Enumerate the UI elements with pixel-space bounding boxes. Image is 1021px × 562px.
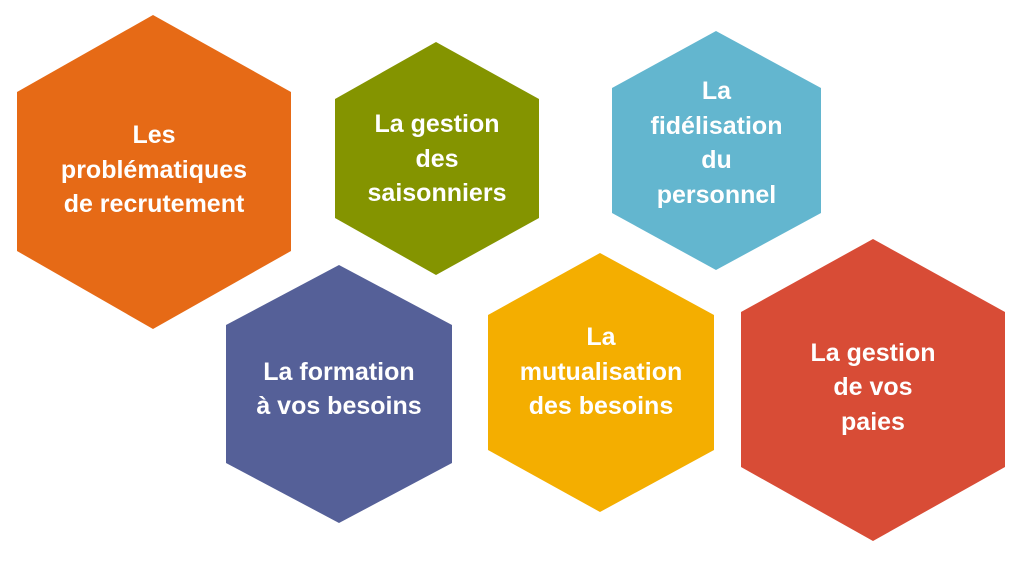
hexagon-text-paies: La gestion de vos paies bbox=[810, 338, 936, 436]
hexagon-text-saisonniers: La gestion des saisonniers bbox=[367, 110, 507, 208]
hexagon-recrutement bbox=[17, 15, 291, 329]
hexagon-saisonniers bbox=[335, 42, 539, 275]
hexagon-text-recrutement: Les problématiques de recrutement bbox=[60, 121, 248, 219]
hexagon-mutualisation bbox=[488, 253, 714, 512]
hexagon-formation bbox=[226, 265, 452, 523]
hexagon-text-fidelisation: La fidélisation du personnel bbox=[650, 77, 783, 209]
hexagon-text-mutualisation: La mutualisation des besoins bbox=[519, 323, 683, 421]
hexagon-fidelisation bbox=[612, 31, 821, 270]
hexagon-text-formation: La formation à vos besoins bbox=[256, 357, 422, 421]
hexagon-paies bbox=[741, 239, 1005, 541]
